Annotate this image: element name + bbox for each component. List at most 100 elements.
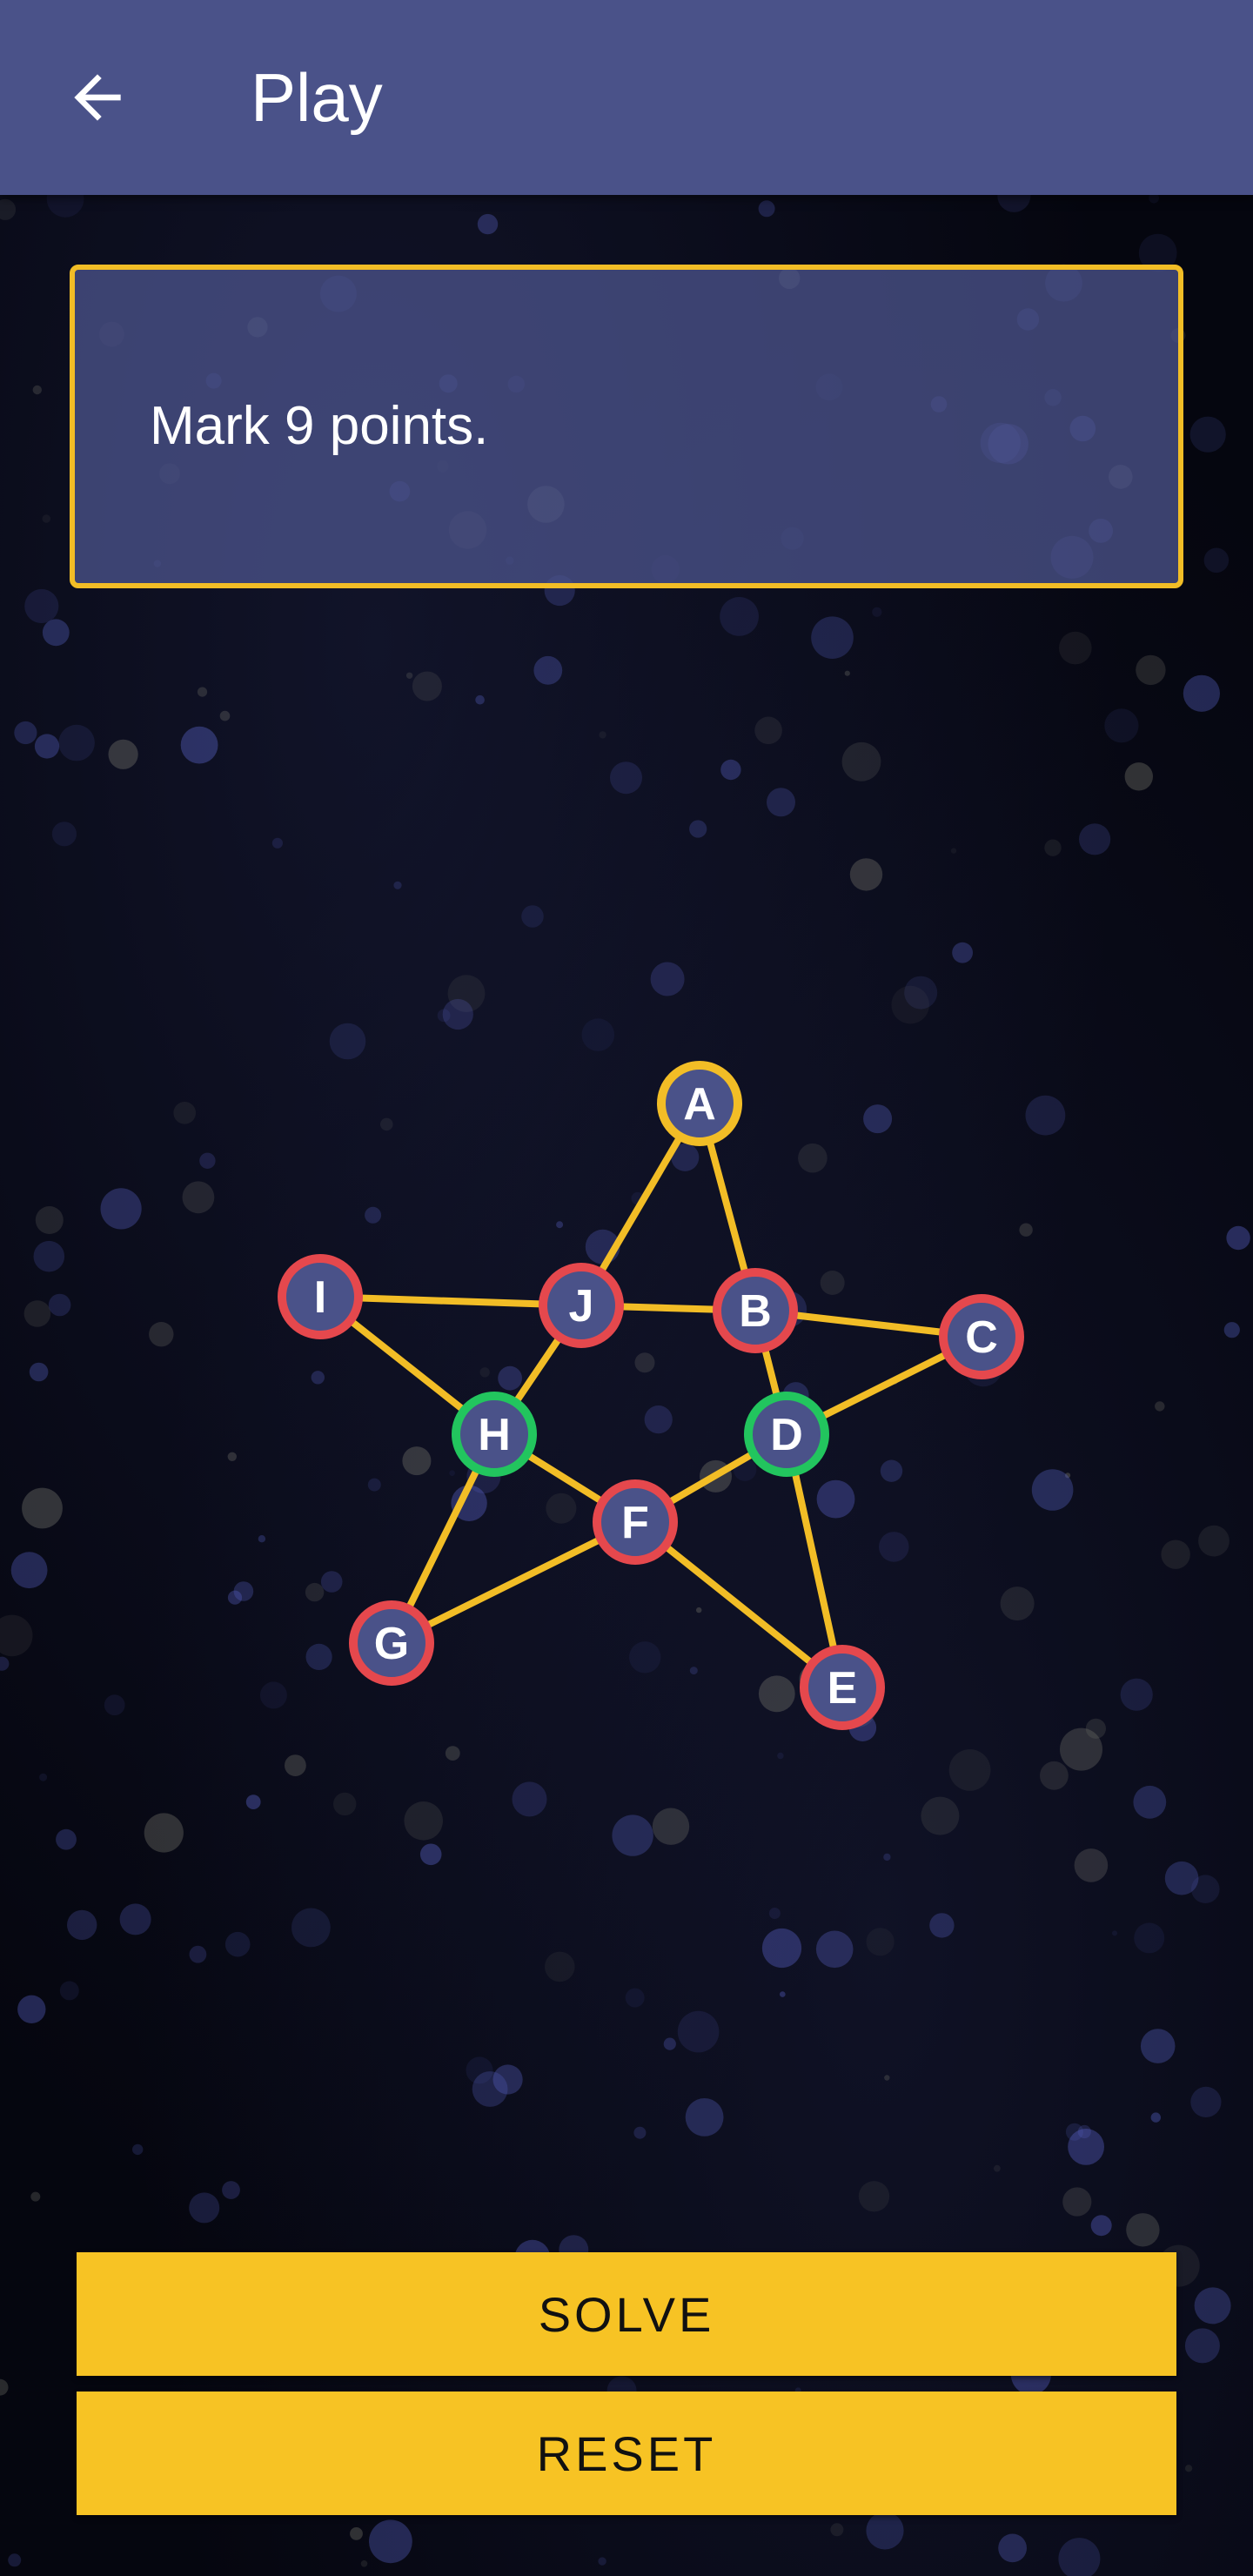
background-star (144, 1813, 184, 1853)
background-star (546, 1493, 577, 1524)
background-star (1189, 416, 1226, 453)
background-star (445, 1746, 460, 1761)
background-star (952, 942, 973, 963)
background-star (521, 905, 544, 928)
node-g[interactable]: G (349, 1600, 434, 1686)
background-star (189, 1945, 207, 1963)
background-star (0, 198, 17, 220)
background-star (437, 1009, 451, 1023)
background-star (39, 1773, 48, 1781)
edge-d-e (783, 1431, 846, 1691)
background-star (492, 2064, 523, 2095)
background-star (8, 2553, 22, 2567)
background-star (841, 741, 881, 782)
background-star (258, 1535, 266, 1543)
background-star (866, 1928, 895, 1956)
node-circle (452, 1392, 537, 1477)
background-star (863, 1104, 893, 1134)
background-star (442, 998, 473, 1030)
background-star (32, 385, 42, 395)
background-star (449, 1470, 455, 1476)
background-star (720, 597, 759, 636)
background-star (625, 1988, 645, 2008)
background-star (35, 1206, 64, 1234)
background-star (768, 1908, 781, 1919)
background-star (1198, 1525, 1230, 1557)
background-star (1040, 1761, 1069, 1790)
background-star (1062, 2187, 1092, 2217)
node-i[interactable]: I (278, 1254, 363, 1339)
background-star (227, 1452, 237, 1462)
background-star (581, 1018, 615, 1051)
background-star (612, 1815, 653, 1856)
background-star (1140, 2029, 1176, 2063)
background-star (30, 2191, 41, 2202)
node-label: C (965, 1312, 998, 1363)
background-star (1150, 2112, 1162, 2123)
background-star (820, 1271, 845, 1295)
background-star (1104, 708, 1139, 743)
background-star (758, 200, 775, 218)
background-star (51, 822, 77, 847)
solve-button[interactable]: SOLVE (77, 2252, 1176, 2376)
instruction-text: Mark 9 points. (150, 396, 489, 456)
background-star (291, 1908, 331, 1948)
background-star (380, 1117, 393, 1131)
reset-button[interactable]: RESET (77, 2392, 1176, 2515)
node-circle (349, 1600, 434, 1686)
background-star (59, 1981, 79, 2001)
background-star (754, 716, 782, 745)
node-label: H (478, 1410, 511, 1460)
background-star (599, 731, 606, 739)
background-star (950, 848, 957, 854)
node-h[interactable]: H (452, 1392, 537, 1477)
background-star (1025, 1095, 1066, 1136)
background-star (180, 726, 218, 764)
background-star (1149, 192, 1159, 204)
node-j[interactable]: J (539, 1263, 624, 1348)
background-star (10, 1552, 48, 1589)
background-star (1183, 674, 1220, 712)
background-star (780, 1991, 786, 1997)
background-star (858, 2181, 890, 2212)
background-star (921, 1796, 960, 1835)
background-star (479, 1367, 490, 1378)
background-star (758, 1675, 795, 1713)
node-label: A (683, 1079, 716, 1130)
background-star (879, 1532, 909, 1562)
background-star (42, 619, 70, 647)
background-star (477, 213, 499, 235)
background-star (884, 2075, 890, 2081)
background-star (998, 2533, 1027, 2563)
background-star (305, 1643, 332, 1670)
node-e[interactable]: E (800, 1645, 885, 1730)
background-star (245, 1794, 261, 1810)
node-c[interactable]: C (939, 1294, 1024, 1379)
background-star (696, 1607, 702, 1613)
background-star (447, 975, 486, 1012)
background-star (108, 739, 138, 769)
node-d[interactable]: D (744, 1392, 829, 1477)
background-star (1184, 2465, 1193, 2472)
background-star (311, 1371, 325, 1385)
background-star (1184, 2328, 1220, 2364)
background-star (689, 820, 707, 838)
background-star (393, 881, 402, 889)
background-star (67, 1909, 97, 1941)
background-star (1090, 2215, 1112, 2237)
background-star (48, 1293, 71, 1317)
background-star (798, 1143, 828, 1173)
node-b[interactable]: B (713, 1268, 798, 1353)
background-star (556, 1221, 564, 1229)
back-button[interactable] (49, 49, 146, 146)
node-label: D (770, 1410, 803, 1460)
node-label: B (739, 1286, 772, 1337)
node-f[interactable]: F (593, 1479, 678, 1565)
instruction-card: Mark 9 points. (70, 265, 1183, 588)
background-star (56, 1828, 77, 1850)
background-star (1120, 1678, 1153, 1711)
node-a[interactable]: A (657, 1061, 742, 1146)
background-star (369, 2519, 412, 2564)
page-title: Play (251, 59, 383, 136)
background-star (224, 1931, 251, 1957)
